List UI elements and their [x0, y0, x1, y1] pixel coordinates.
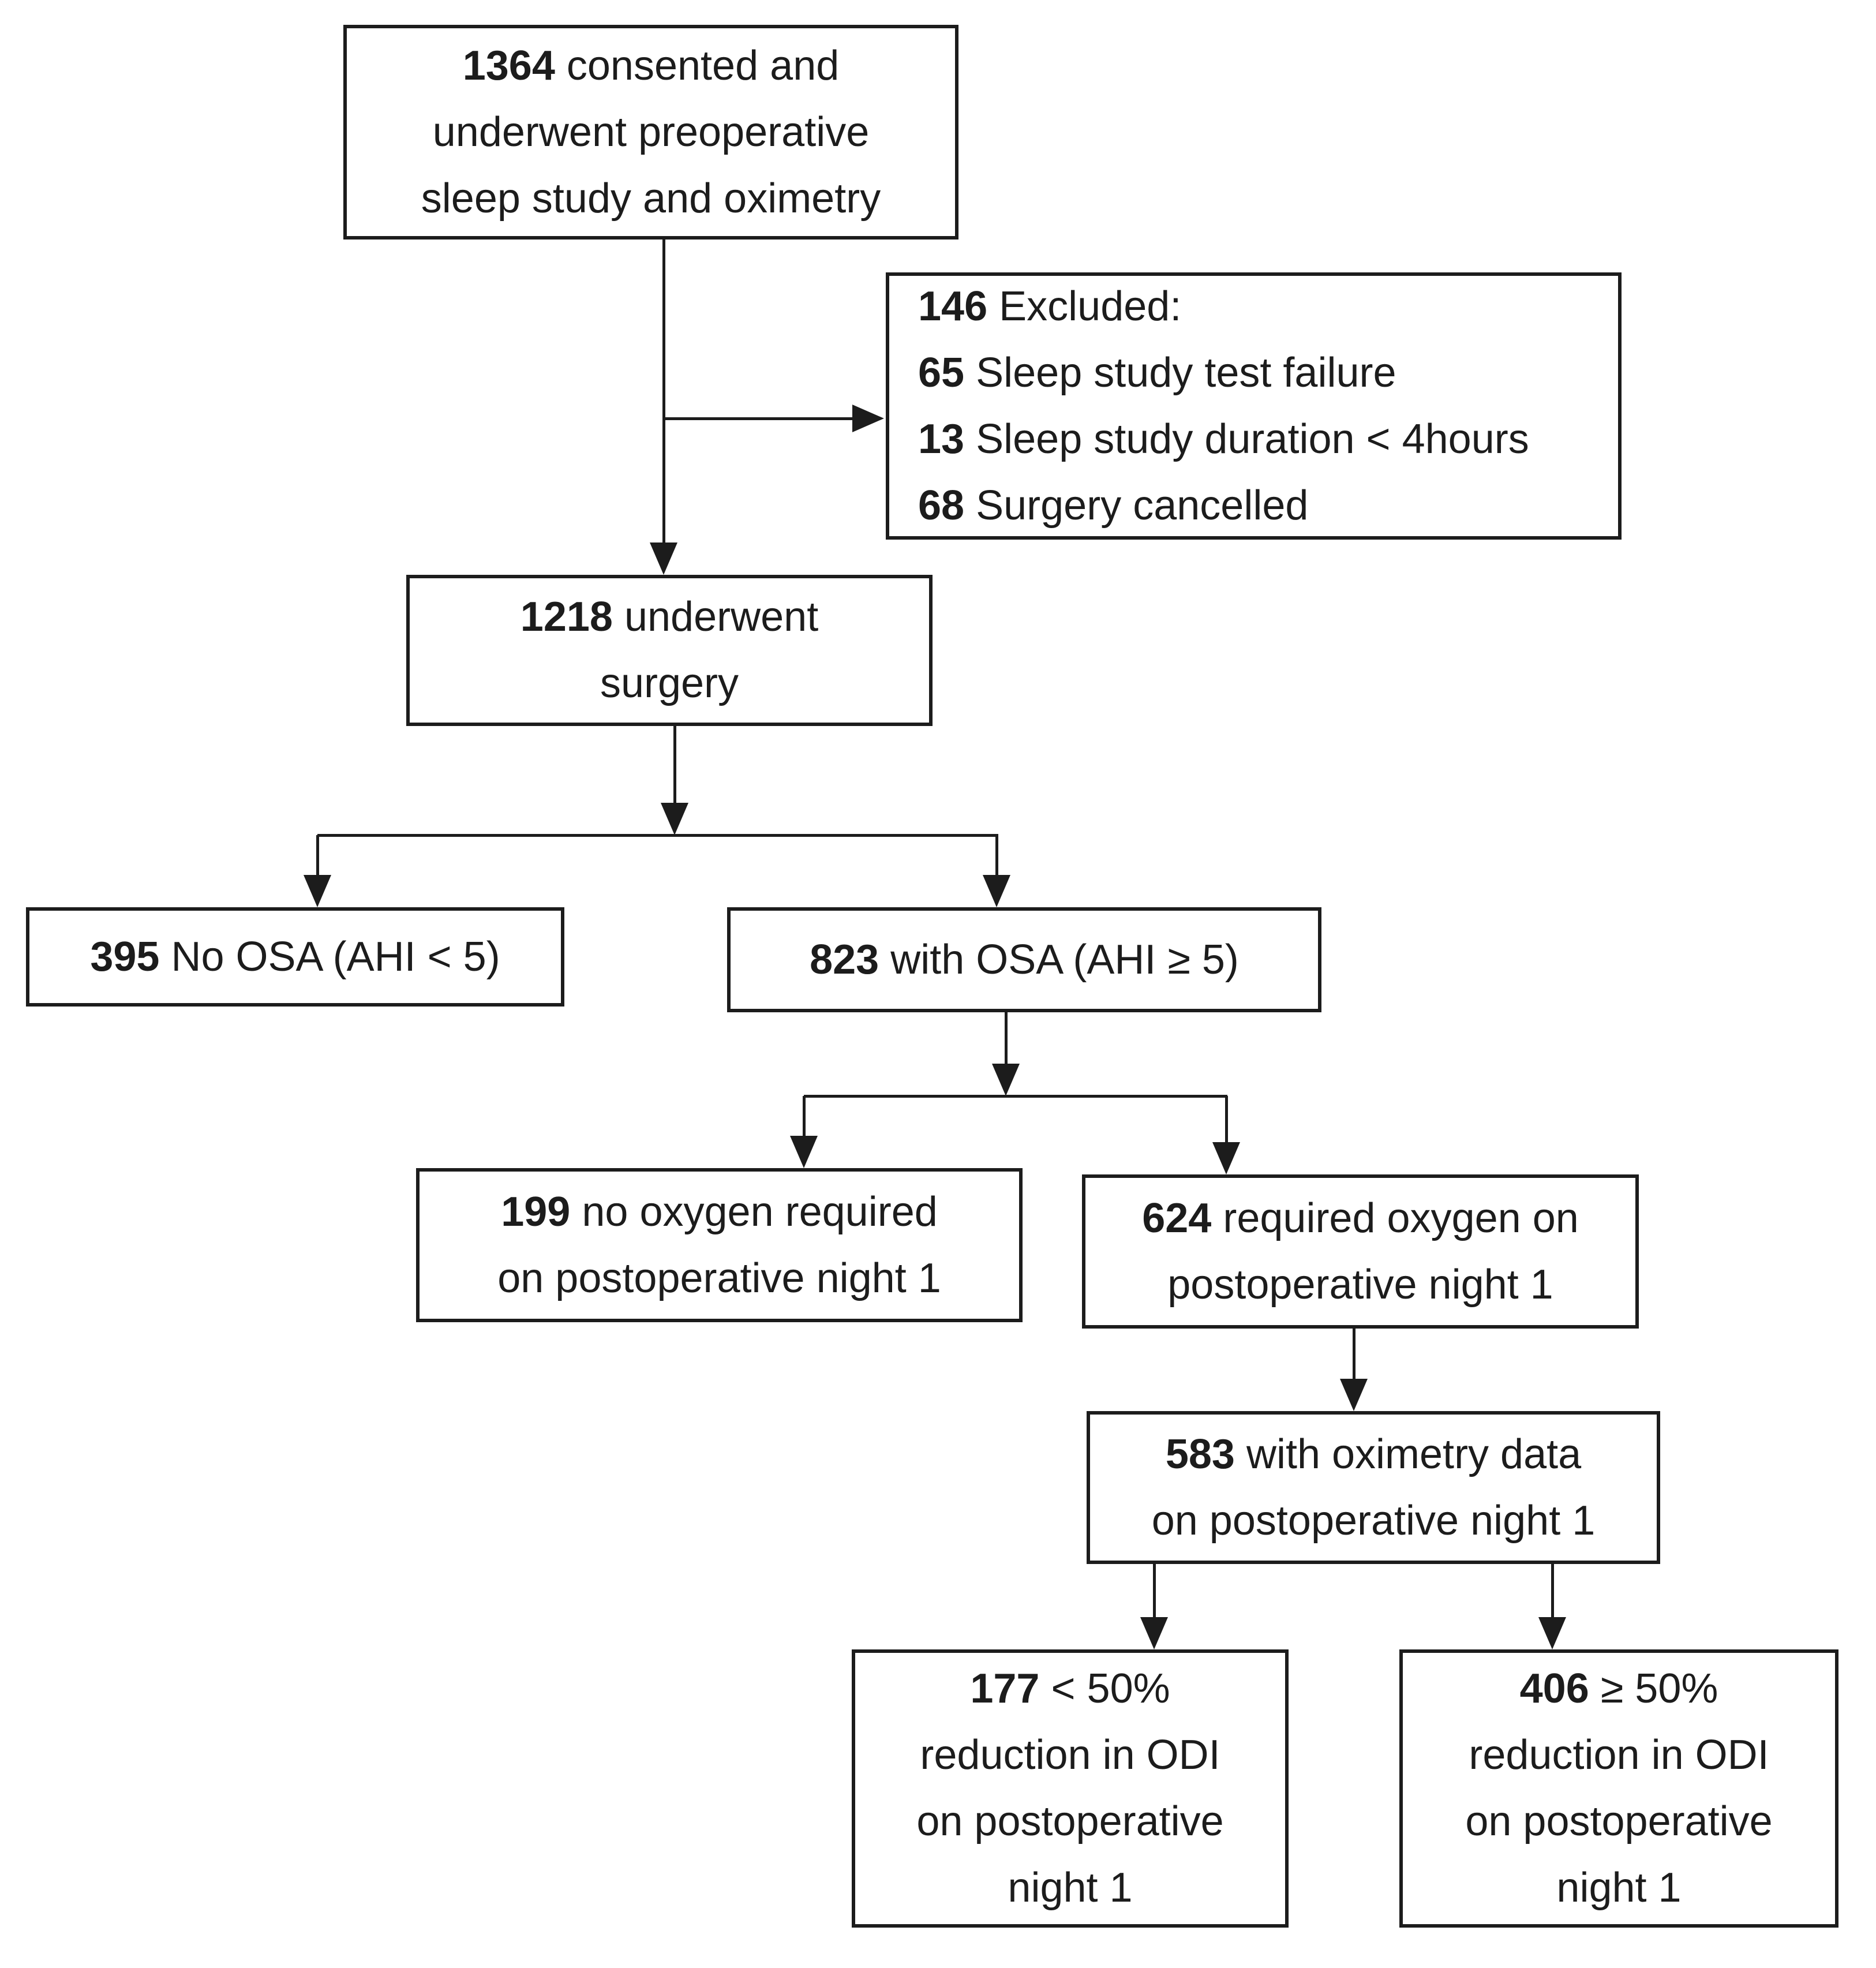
flow-box-ge50-odi: 406 ≥ 50% reduction in ODI on postoperat… [1399, 1649, 1838, 1928]
box-label: ≥ 50% [1589, 1666, 1718, 1712]
box-label: required oxygen on [1211, 1195, 1579, 1241]
box-text-line: on postoperative night 1 [1152, 1488, 1596, 1554]
box-text-line: 13 Sleep study duration < 4hours [918, 406, 1529, 473]
box-text-line: on postoperative night 1 [497, 1245, 941, 1312]
box-label: on postoperative [1465, 1798, 1773, 1844]
box-text-line: 199 no oxygen required [501, 1179, 938, 1245]
box-text-line: 406 ≥ 50% [1520, 1656, 1718, 1722]
box-label: reduction in ODI [920, 1732, 1220, 1778]
box-label: underwent preoperative [432, 108, 870, 155]
box-text-line: night 1 [1008, 1855, 1132, 1921]
connector-consented-to-surgery [662, 240, 665, 545]
box-number: 177 [970, 1666, 1040, 1712]
flow-box-osa: 823 with OSA (AHI ≥ 5) [727, 907, 1321, 1012]
box-number: 395 [90, 933, 160, 980]
box-label: on postoperative night 1 [1151, 1497, 1596, 1544]
connector-osa-down [1005, 1012, 1008, 1067]
box-number: 199 [501, 1188, 571, 1235]
connector-to-lt50 [1153, 1564, 1156, 1621]
box-label: underwent [612, 594, 819, 640]
arrowhead-down-icon [1140, 1617, 1168, 1649]
box-number: 65 [918, 349, 965, 396]
box-text-line: 624 required oxygen on [1142, 1185, 1579, 1252]
box-label: Sleep study test failure [964, 349, 1396, 396]
box-label: reduction in ODI [1469, 1732, 1769, 1778]
connector-to-ge50 [1551, 1564, 1554, 1621]
box-label: Excluded: [987, 283, 1182, 330]
connector-to-no-osa [316, 835, 319, 878]
box-text-line: on postoperative [916, 1789, 1223, 1855]
connector-surgery-branch [317, 834, 998, 837]
box-number: 823 [810, 936, 879, 983]
flow-box-lt50-odi: 177 < 50% reduction in ODI on postoperat… [852, 1649, 1289, 1928]
flow-box-surgery: 1218 underwent surgery [406, 575, 933, 726]
box-text-line: sleep study and oximetry [421, 166, 881, 232]
box-label: on postoperative [916, 1798, 1224, 1844]
box-number: 68 [918, 482, 965, 529]
box-text-line: 395 No OSA (AHI < 5) [90, 924, 500, 990]
box-text-line: 823 with OSA (AHI ≥ 5) [810, 927, 1239, 993]
box-text-line: 1364 consented and [463, 33, 840, 99]
box-text-line: reduction in ODI [1469, 1722, 1769, 1789]
box-text-line: surgery [600, 650, 739, 717]
box-label: no oxygen required [570, 1188, 938, 1235]
arrowhead-down-icon [1212, 1142, 1240, 1174]
arrowhead-down-icon [661, 803, 688, 835]
connector-to-oxygen [1225, 1096, 1228, 1145]
flow-box-no-osa: 395 No OSA (AHI < 5) [26, 907, 564, 1007]
connector-branch-to-excluded [664, 417, 854, 420]
flow-box-consented: 1364 consented and underwent preoperativ… [343, 25, 958, 240]
box-text-line: 68 Surgery cancelled [918, 473, 1308, 539]
arrowhead-down-icon [983, 875, 1010, 907]
box-label: postoperative night 1 [1167, 1261, 1553, 1308]
flow-box-excluded: 146 Excluded: 65 Sleep study test failur… [886, 272, 1622, 540]
arrowhead-down-icon [992, 1064, 1020, 1096]
connector-to-osa [995, 835, 998, 878]
box-label: Surgery cancelled [964, 482, 1309, 529]
box-label: with OSA (AHI ≥ 5) [879, 936, 1239, 983]
box-label: night 1 [1008, 1865, 1133, 1911]
arrowhead-down-icon [1340, 1379, 1368, 1411]
box-text-line: 177 < 50% [970, 1656, 1170, 1722]
arrowhead-down-icon [790, 1136, 818, 1168]
box-text-line: postoperative night 1 [1167, 1252, 1553, 1318]
box-text-line: 1218 underwent [521, 584, 818, 650]
box-number: 1218 [520, 594, 613, 640]
box-label: with oximetry data [1234, 1431, 1582, 1477]
arrowhead-down-icon [1538, 1617, 1566, 1649]
box-text-line: reduction in ODI [920, 1722, 1220, 1789]
arrowhead-down-icon [304, 875, 331, 907]
flow-box-oximetry: 583 with oximetry data on postoperative … [1087, 1411, 1660, 1564]
arrowhead-down-icon [650, 542, 677, 575]
connector-surgery-down [673, 726, 676, 807]
box-label: No OSA (AHI < 5) [159, 933, 500, 980]
box-text-line: night 1 [1556, 1855, 1681, 1921]
box-number: 406 [1519, 1666, 1589, 1712]
flow-box-oxygen: 624 required oxygen on postoperative nig… [1082, 1174, 1639, 1329]
box-text-line: on postoperative [1465, 1789, 1772, 1855]
box-label: consented and [555, 42, 840, 89]
arrowhead-right-icon [852, 405, 884, 432]
box-label: < 50% [1039, 1666, 1170, 1712]
box-number: 1364 [462, 42, 555, 89]
box-number: 583 [1165, 1431, 1235, 1477]
box-number: 624 [1142, 1195, 1212, 1241]
box-label: sleep study and oximetry [421, 175, 881, 222]
connector-osa-branch [804, 1095, 1227, 1098]
box-label: on postoperative night 1 [497, 1255, 941, 1301]
connector-to-no-oxygen [803, 1096, 806, 1139]
connector-oxygen-to-oximetry [1353, 1329, 1355, 1382]
box-number: 146 [918, 283, 988, 330]
box-text-line: 65 Sleep study test failure [918, 340, 1396, 406]
flow-box-no-oxygen: 199 no oxygen required on postoperative … [416, 1168, 1023, 1322]
box-label: night 1 [1556, 1865, 1682, 1911]
box-text-line: 146 Excluded: [918, 274, 1181, 340]
box-text-line: underwent preoperative [433, 99, 870, 166]
box-text-line: 583 with oximetry data [1166, 1421, 1581, 1488]
box-label: surgery [600, 660, 739, 706]
box-number: 13 [918, 416, 965, 462]
box-label: Sleep study duration < 4hours [964, 416, 1529, 462]
